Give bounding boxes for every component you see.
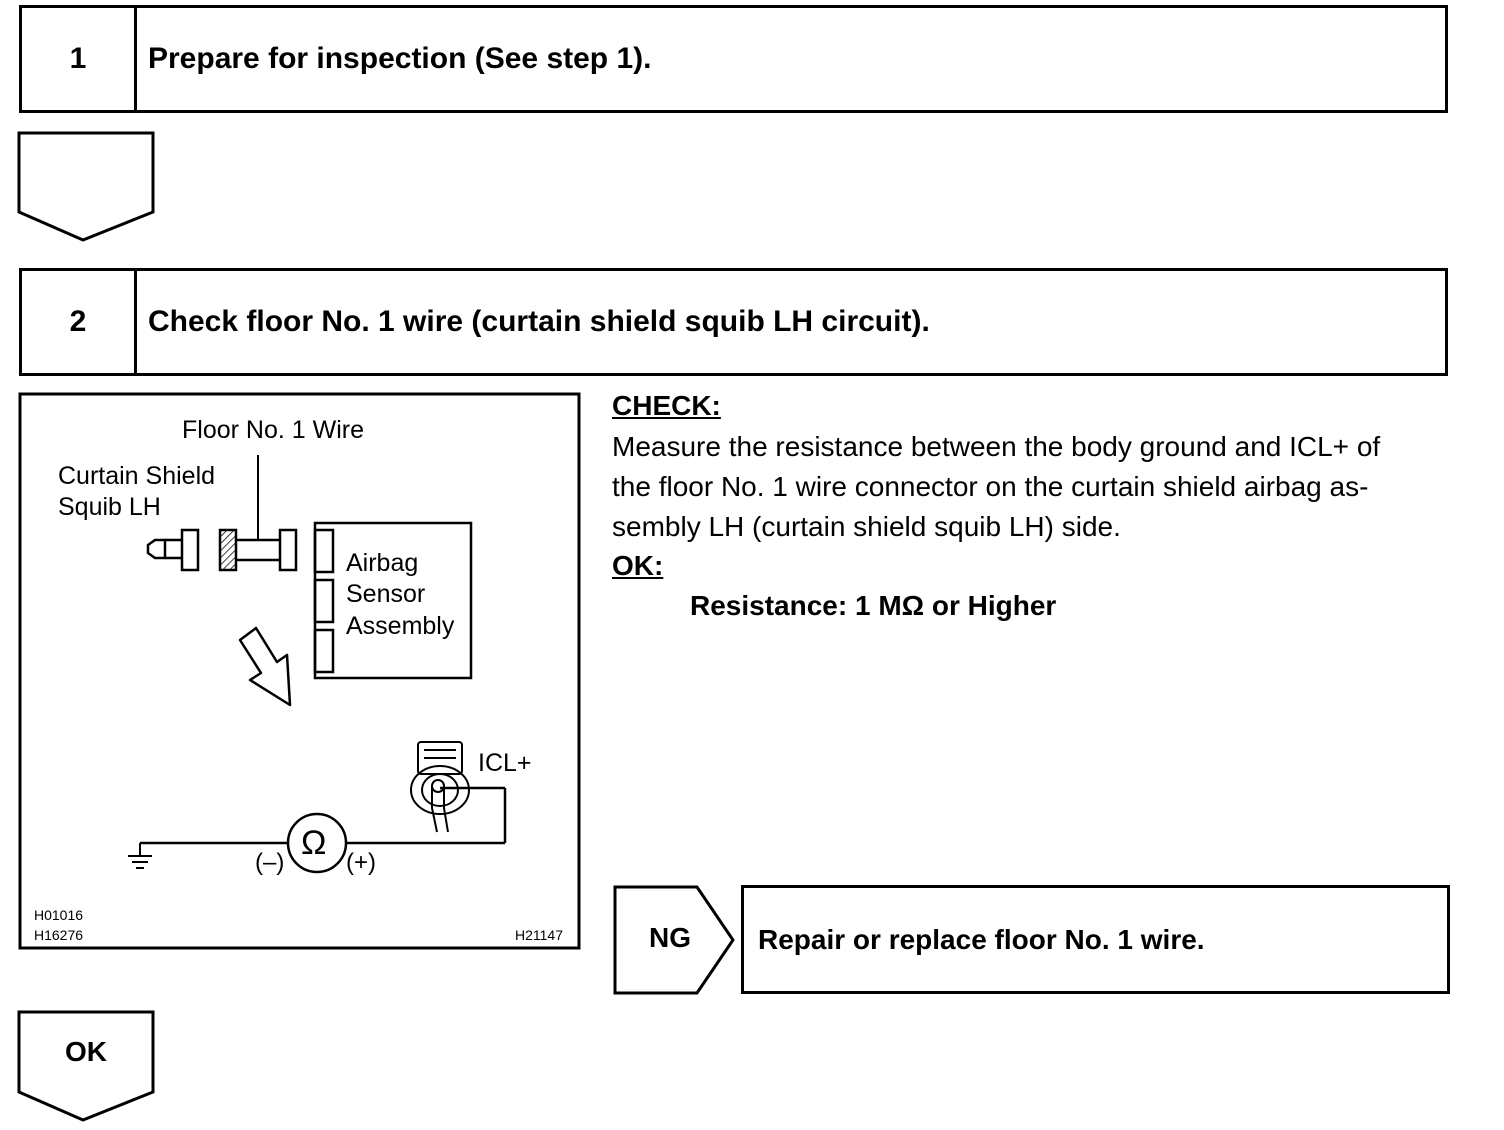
ohmmeter-icon [286, 812, 348, 874]
step-2-header: 2 Check floor No. 1 wire (curtain shield… [19, 268, 1448, 376]
ng-label: NG [649, 922, 691, 953]
step-1-header: 1 Prepare for inspection (See step 1). [19, 5, 1448, 113]
check-line-2: the floor No. 1 wire connector on the cu… [612, 471, 1369, 502]
ng-action-text: Repair or replace floor No. 1 wire. [758, 923, 1205, 955]
squib-label-line1: Curtain Shield [58, 462, 216, 490]
plus-label: (+) [346, 849, 376, 876]
step-number: 2 [22, 271, 137, 373]
resistance-spec: Resistance: 1 MΩ or Higher [690, 590, 1057, 621]
icl-label: ICL+ [478, 749, 532, 777]
icl-connector-icon [410, 741, 470, 833]
ok-label: OK [65, 1036, 107, 1067]
minus-label: (–) [255, 849, 285, 876]
ok-arrow [17, 1010, 155, 1122]
ng-arrow [613, 885, 735, 995]
figure-code-2: H16276 [34, 927, 84, 943]
step-number: 1 [22, 8, 137, 110]
ok-heading: OK: [612, 550, 664, 581]
squib-label-line2: Squib LH [58, 493, 161, 521]
direction-arrow [238, 626, 292, 707]
figure-code-1: H01016 [34, 907, 84, 923]
ground-icon [128, 843, 152, 869]
airbag-label-line1: Airbag [346, 549, 419, 577]
diagram-frame [18, 392, 581, 950]
ng-action-box: Repair or replace floor No. 1 wire. [741, 885, 1450, 994]
check-line-1: Measure the resistance between the body … [612, 431, 1381, 462]
figure-code-3: H21147 [515, 927, 564, 943]
floor-wire-connector [218, 528, 238, 572]
ohm-symbol: Ω [301, 824, 327, 862]
squib-connector [146, 528, 200, 572]
check-heading: CHECK: [612, 390, 721, 421]
next-step-arrow [17, 131, 155, 242]
airbag-label-line3: Assembly [346, 612, 455, 640]
step-title: Prepare for inspection (See step 1). [148, 42, 652, 75]
step-title: Check floor No. 1 wire (curtain shield s… [148, 305, 930, 338]
check-line-3: sembly LH (curtain shield squib LH) side… [612, 511, 1121, 542]
airbag-label-line2: Sensor [346, 580, 426, 608]
floor-wire-label: Floor No. 1 Wire [182, 416, 364, 444]
